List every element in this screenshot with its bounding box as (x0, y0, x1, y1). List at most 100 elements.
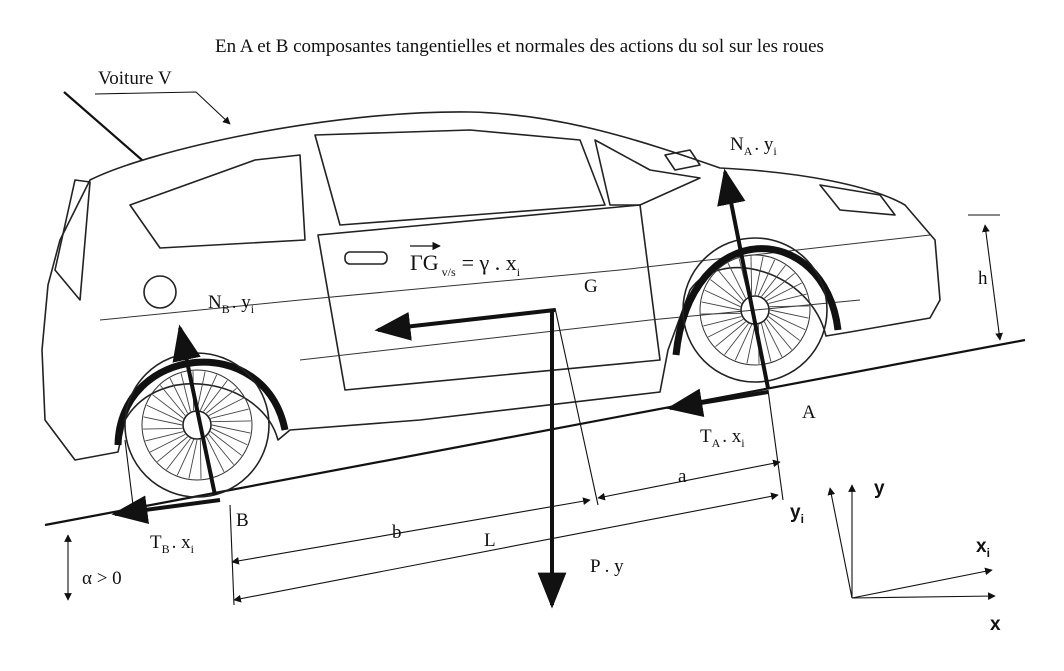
wheel-spoke (710, 279, 742, 304)
wheel-spoke (199, 439, 202, 479)
rear-extension-line (124, 439, 134, 506)
wheel-spoke (715, 321, 746, 348)
force-NA-label: NA. yi (730, 134, 777, 158)
wheel-spoke (203, 380, 228, 412)
wheel-spoke (210, 408, 249, 419)
wheel-spoke (761, 265, 786, 297)
wheel-spoke (701, 312, 741, 315)
wheel-spoke (766, 282, 802, 302)
wheel-spoke (159, 385, 186, 416)
rear-window (129, 154, 306, 249)
g-perpendicular (554, 307, 599, 506)
weight-label: P . y (590, 556, 624, 577)
angle-label: α > 0 (82, 568, 122, 589)
ground-line (44, 338, 1026, 527)
wheel-spoke (768, 316, 800, 341)
wheel-spoke (150, 433, 186, 453)
axis-x-label: x (990, 614, 1001, 635)
dim-a-label: a (678, 466, 687, 487)
force-NB-label: NB. yi (208, 292, 255, 316)
force-TA-label: TA. xi (700, 426, 745, 450)
wheel-spoke (166, 438, 191, 470)
dim-L-label: L (484, 530, 496, 551)
axis-xi-label: xi (976, 536, 990, 560)
wheel-spoke (769, 305, 809, 308)
force-NB-arrow (172, 324, 217, 496)
car-body-outline (41, 111, 941, 461)
wheel-spoke (766, 319, 793, 350)
wheel-spoke (199, 374, 218, 411)
wheel-spoke (717, 270, 744, 301)
headlight (819, 184, 896, 216)
wheel-spoke (211, 420, 251, 423)
force-NA-arrow (717, 168, 770, 389)
car-label: Voiture V (98, 68, 172, 89)
force-TB-label: TB. xi (150, 532, 195, 556)
wheel-spoke (205, 436, 225, 472)
axis-yi-label: yi (790, 502, 804, 526)
wheel-spoke (145, 431, 184, 442)
point-B-label: B (236, 510, 249, 531)
h-dimension-line (982, 224, 1003, 341)
wheel-spoke (763, 321, 783, 357)
wheel-spoke (146, 404, 183, 423)
wheel-spoke (757, 259, 776, 296)
x-axis (851, 592, 996, 600)
wheel-spoke (764, 272, 795, 299)
front-wheel-arch (672, 245, 842, 356)
wheel-spoke (761, 323, 772, 362)
force-TB-arrow (111, 495, 221, 524)
A-extension-line (767, 389, 784, 501)
wheel-spoke (769, 309, 809, 319)
wheel-spoke (734, 324, 753, 361)
wheel-spoke (211, 427, 248, 446)
door-handle (344, 251, 388, 265)
wheel-spoke (143, 427, 183, 430)
xi-axis (851, 567, 993, 599)
force-TA-arrow (666, 388, 769, 417)
acceleration-arrow (374, 308, 556, 341)
dim-h-label: h (978, 268, 988, 289)
dim-b-label: b (392, 522, 402, 543)
wheel-spoke (188, 439, 198, 479)
antenna (63, 91, 143, 161)
a-dimension-line (597, 459, 781, 501)
wheel-spoke (704, 289, 741, 308)
windshield (594, 139, 701, 206)
wheel-spoke (750, 256, 753, 296)
wheel-spoke (208, 397, 244, 417)
wheel-spoke (152, 394, 184, 419)
door (317, 204, 661, 391)
caption-text: En A et B composantes tangentielles et n… (215, 36, 824, 57)
wheel-spoke (701, 301, 741, 311)
wheel-spoke (143, 416, 183, 426)
B-extension-line (229, 504, 235, 606)
wheel-spoke (746, 324, 756, 364)
wheel-spoke (211, 424, 251, 434)
mirror (664, 149, 701, 171)
point-A-label: A (802, 402, 816, 423)
L-dimension-line (233, 492, 779, 603)
side-window (314, 129, 606, 226)
fuel-cap (143, 275, 177, 309)
wheel-spoke (768, 293, 807, 304)
wheel-spoke (754, 256, 764, 296)
rear-light (54, 179, 91, 301)
wheel-spoke (176, 439, 195, 476)
car-label-leader (94, 91, 231, 125)
wheel-spoke (724, 323, 749, 355)
car-drawing (41, 111, 941, 461)
wheel-spoke (180, 373, 191, 412)
wheel-spoke (169, 378, 189, 414)
wheel-spoke (157, 436, 188, 463)
wheel-spoke (708, 318, 744, 338)
wheel-spoke (196, 371, 206, 411)
point-G-label: G (584, 276, 598, 297)
axes-system (827, 484, 996, 600)
wheel-spoke (727, 263, 747, 299)
wheel-spoke (769, 312, 806, 331)
rear-wheel (124, 352, 270, 498)
